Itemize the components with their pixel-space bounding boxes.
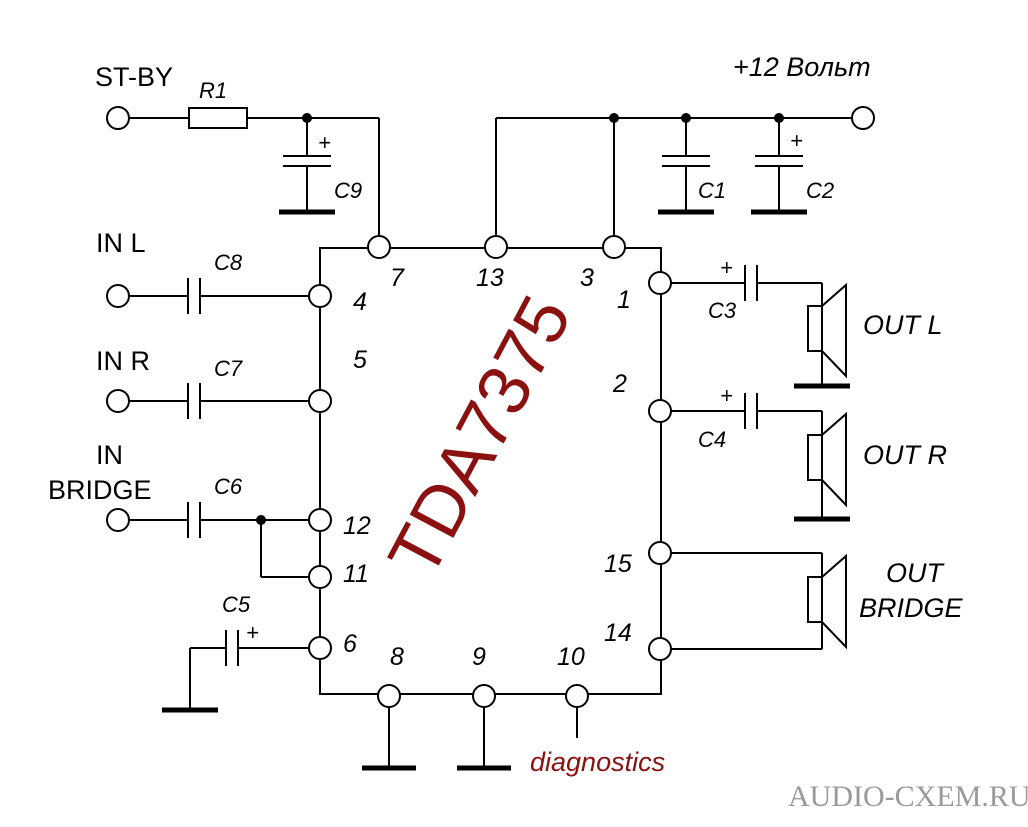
chip-name: TDA7375 xyxy=(373,283,586,589)
pin-1 xyxy=(648,271,672,295)
pin-12-label: 12 xyxy=(343,512,371,540)
speaker-left-coil xyxy=(807,305,823,352)
c1-label: C1 xyxy=(698,178,726,203)
pin-10 xyxy=(565,684,589,708)
out-bridge-label-1: OUT xyxy=(886,558,946,588)
in-left-label: IN L xyxy=(96,228,146,258)
pin-6-label: 6 xyxy=(343,630,357,658)
pin-10-label: 10 xyxy=(557,643,585,671)
pin-2-label: 2 xyxy=(612,370,627,398)
c6-label: C6 xyxy=(214,474,243,499)
pin-12 xyxy=(308,508,332,532)
pin-11 xyxy=(308,565,332,589)
output-right-circuit xyxy=(648,393,850,522)
pin-5 xyxy=(308,389,332,413)
pin-14 xyxy=(648,637,672,661)
in-right-terminal xyxy=(106,389,130,413)
pin-6 xyxy=(308,636,332,660)
pin-3 xyxy=(602,235,626,259)
input-right-circuit xyxy=(106,383,332,419)
standby-label: ST-BY xyxy=(95,62,173,92)
capacitor-c2 xyxy=(751,118,807,215)
c7-label: C7 xyxy=(214,356,243,381)
pin-11-label: 11 xyxy=(343,560,369,588)
speaker-bridge-cone xyxy=(821,553,847,650)
in-right-label: IN R xyxy=(96,346,150,376)
pin-7 xyxy=(367,235,391,259)
r1-label: R1 xyxy=(199,78,227,103)
c5-plus: + xyxy=(246,620,259,645)
out-bridge-label-2: BRIDGE xyxy=(859,593,964,623)
c3-plus: + xyxy=(720,255,733,280)
in-bridge-terminal xyxy=(106,508,130,532)
c4-label: C4 xyxy=(698,427,726,452)
speaker-right-cone xyxy=(821,411,847,508)
standby-circuit xyxy=(106,106,380,236)
output-bridge-circuit xyxy=(648,541,847,661)
pin-13 xyxy=(484,235,508,259)
supply-label: +12 Вольт xyxy=(733,52,871,82)
speaker-bridge-coil xyxy=(807,576,823,623)
c5-label: C5 xyxy=(222,592,251,617)
pin-15 xyxy=(648,541,672,565)
pin-4-label: 4 xyxy=(353,288,367,316)
pin-8-label: 8 xyxy=(390,643,404,671)
pin-5-label: 5 xyxy=(353,346,367,374)
c8-label: C8 xyxy=(214,250,243,275)
input-bridge-circuit xyxy=(106,502,332,589)
in-bridge-label-1: IN xyxy=(96,440,123,470)
c2-plus: + xyxy=(790,128,803,153)
pin-15-label: 15 xyxy=(604,550,632,578)
c3-label: C3 xyxy=(708,298,737,323)
in-left-terminal xyxy=(106,284,130,308)
speaker-left-cone xyxy=(821,282,847,379)
pin-9-label: 9 xyxy=(472,643,486,671)
input-left-circuit xyxy=(106,278,332,314)
capacitor-c1 xyxy=(658,118,714,215)
output-left-circuit xyxy=(648,265,850,389)
pin-1-label: 1 xyxy=(617,286,631,314)
watermark: AUDIO-CXEM.RU xyxy=(788,780,1028,813)
pin-4 xyxy=(308,284,332,308)
c4-plus: + xyxy=(720,383,733,408)
standby-terminal xyxy=(106,106,130,130)
c9-label: C9 xyxy=(334,178,362,203)
pin-9 xyxy=(472,684,496,708)
pin-13-label: 13 xyxy=(476,264,504,292)
capacitor-c5 xyxy=(162,630,332,713)
bottom-pins xyxy=(362,684,589,771)
speaker-right-coil xyxy=(807,434,823,481)
out-right-label: OUT R xyxy=(863,440,947,470)
diagnostics-label: diagnostics xyxy=(530,747,665,777)
supply-terminal xyxy=(851,106,875,130)
pin-8 xyxy=(377,684,401,708)
out-left-label: OUT L xyxy=(863,310,943,340)
supply-rail xyxy=(495,106,875,236)
c2-label: C2 xyxy=(806,178,834,203)
in-bridge-label-2: BRIDGE xyxy=(48,475,152,505)
pin-3-label: 3 xyxy=(580,264,594,292)
pin-14-label: 14 xyxy=(604,619,632,647)
pin-2 xyxy=(648,399,672,423)
c9-plus: + xyxy=(318,130,331,155)
resistor-r1 xyxy=(188,107,248,129)
pin-7-label: 7 xyxy=(390,264,405,292)
